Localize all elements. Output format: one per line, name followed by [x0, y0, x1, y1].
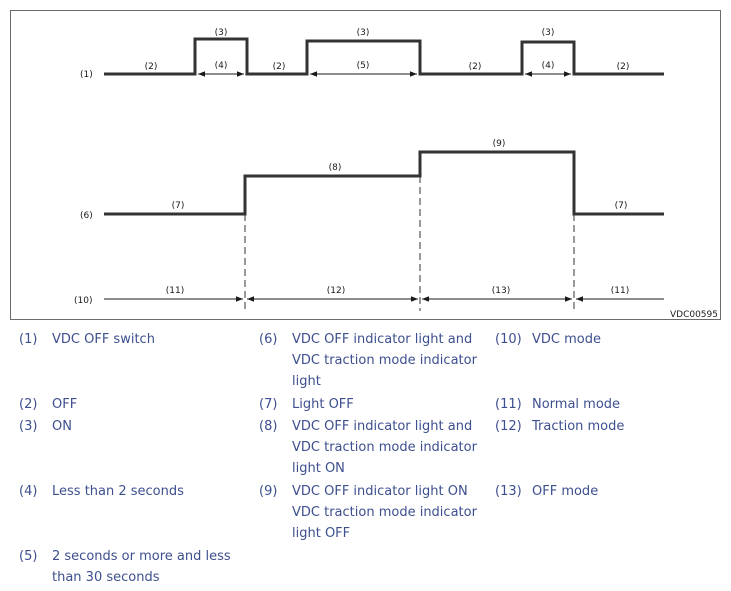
legend-number: (13)	[495, 484, 522, 499]
legend-text: OFF	[52, 397, 78, 412]
legend-text: Less than 2 seconds	[52, 484, 184, 499]
label-off-mode: (13)	[492, 286, 510, 296]
indicator-waveform	[104, 150, 664, 216]
row-label-light: (6)	[80, 211, 93, 221]
legend-text: VDC traction mode indicator	[292, 505, 477, 520]
legend-number: (5)	[19, 549, 38, 564]
legend-text: ON	[52, 419, 72, 434]
label-off: (2)	[273, 62, 286, 72]
legend-text: light OFF	[292, 526, 351, 541]
legend-number: (11)	[495, 397, 522, 412]
legend-number: (1)	[19, 332, 38, 347]
label-on: (3)	[215, 28, 228, 38]
label-normal-mode: (11)	[611, 286, 629, 296]
legend-number: (9)	[259, 484, 278, 499]
label-light-off: (7)	[615, 201, 628, 211]
legend-number: (2)	[19, 397, 38, 412]
legend-text: VDC OFF indicator light ON	[292, 484, 468, 499]
legend-text: VDC OFF indicator light and	[292, 332, 473, 347]
label-off: (2)	[469, 62, 482, 72]
label-duration: (4)	[215, 61, 228, 71]
label-duration: (5)	[357, 61, 370, 71]
switch-waveform	[104, 37, 664, 76]
label-off: (2)	[617, 62, 630, 72]
legend-text: Traction mode	[532, 419, 625, 434]
legend-text: VDC mode	[532, 332, 601, 347]
legend-number: (8)	[259, 419, 278, 434]
legend-number: (6)	[259, 332, 278, 347]
legend-text: than 30 seconds	[52, 570, 160, 585]
legend-text: VDC OFF switch	[52, 332, 155, 347]
legend-text: VDC traction mode indicator	[292, 353, 477, 368]
label-on: (3)	[542, 28, 555, 38]
legend-text: Light OFF	[292, 397, 354, 412]
row-label-switch: (1)	[80, 70, 93, 80]
timing-diagram: (1) (6) (10) (2) (3) (4) (2) (3) (5) (2)…	[10, 10, 721, 320]
legend-number: (12)	[495, 419, 522, 434]
timing-diagram-svg: (1) (6) (10) (2) (3) (4) (2) (3) (5) (2)…	[74, 28, 718, 320]
label-normal-mode: (11)	[166, 286, 184, 296]
legend-number: (10)	[495, 332, 522, 347]
label-light-off-only: (9)	[493, 139, 506, 149]
legend-text: VDC OFF indicator light and	[292, 419, 473, 434]
legend-number: (4)	[19, 484, 38, 499]
legend-text: light ON	[292, 461, 345, 476]
legend-number: (3)	[19, 419, 38, 434]
label-off: (2)	[145, 62, 158, 72]
row-label-mode: (10)	[74, 296, 92, 306]
legend-text: VDC traction mode indicator	[292, 440, 477, 455]
legend-number: (7)	[259, 397, 278, 412]
legend-text: 2 seconds or more and less	[52, 549, 231, 564]
label-on: (3)	[357, 28, 370, 38]
legend-text: OFF mode	[532, 484, 599, 499]
label-duration: (4)	[542, 61, 555, 71]
label-traction-mode: (12)	[327, 286, 345, 296]
label-light-both-on: (8)	[329, 163, 342, 173]
legend-text: light	[292, 374, 321, 389]
legend-text: Normal mode	[532, 397, 621, 412]
image-code: VDC00595	[670, 310, 718, 320]
label-light-off: (7)	[172, 201, 185, 211]
